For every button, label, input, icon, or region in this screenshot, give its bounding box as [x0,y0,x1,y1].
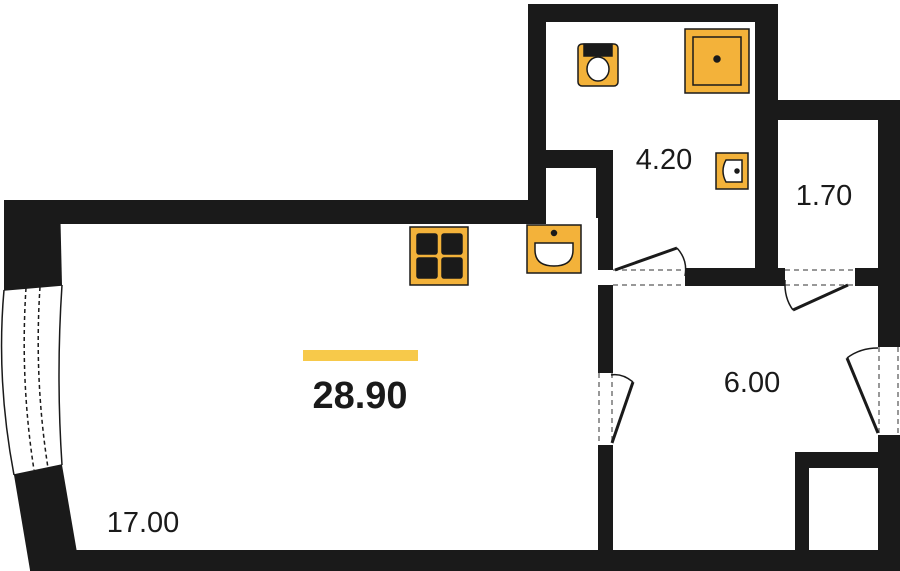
walls [4,4,900,571]
fixtures [409,28,750,286]
window-glass-b [37,286,49,469]
door-storage [784,269,855,312]
door-bathroom-swing [676,247,687,277]
wall-bath-hall [685,268,775,286]
wall-living-left-upper [4,200,62,290]
wall-storage-bottom-right [855,268,900,286]
window-glass-a [23,287,35,471]
door-bathroom-leaf [614,246,678,272]
room-area-bathroom: 4.20 [636,144,692,176]
wall-storage-bottom-left [755,268,785,286]
wall-storage-top [755,100,900,120]
total-area-label: 28.90 [312,375,407,417]
wall-partition-upper [598,218,613,270]
door-living-swing [610,373,634,383]
window-inner-line [58,284,63,466]
wall-shaft-top [528,150,613,168]
door-entrance [845,347,899,435]
stove-icon [409,226,469,286]
wall-niche-left [795,452,809,562]
doors [598,246,899,445]
wall-hall-right-upper [878,285,900,347]
wall-partition-lower [598,445,613,565]
wall-storage-left [755,100,767,285]
window [0,284,63,476]
toilet-icon [577,43,619,87]
door-bathroom [613,246,687,286]
wall-storage-right [878,100,900,285]
room-area-living: 17.00 [107,507,180,539]
wall-living-top [8,200,543,224]
room-area-storage: 1.70 [796,180,852,212]
kitchen-sink-icon [526,224,582,274]
wall-hall-right-lower [878,435,900,565]
total-area-accent-bar [303,350,418,361]
door-entrance-leaf [845,357,880,434]
door-storage-swing [784,279,794,311]
wall-niche-top [795,452,880,468]
wall-bath-left [528,4,546,224]
wall-living-left-lower [14,465,80,570]
door-storage-leaf [792,283,849,312]
window-frame-bottom [13,464,63,476]
wall-shaft-right [596,150,613,218]
wall-bottom [30,550,900,571]
wall-partition-middle [598,285,613,373]
wall-bath-top [528,4,778,22]
window-frame-top [3,284,63,291]
room-area-hallway: 6.00 [724,367,780,399]
shower-tray-icon [684,28,750,94]
door-entrance-swing [846,347,879,359]
window-outer-line [0,289,15,476]
door-living-leaf [610,381,635,444]
bathroom-sink-icon [715,152,749,190]
door-living [598,373,635,445]
